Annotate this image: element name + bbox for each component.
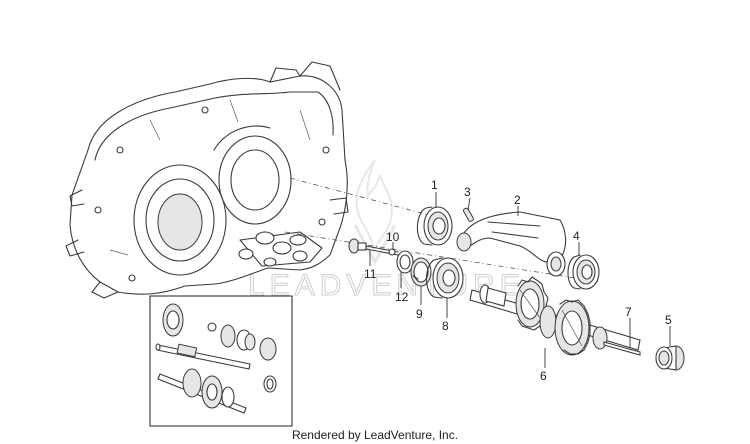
bearing-part-4 [567, 254, 600, 290]
callout-3: 3 [464, 185, 471, 199]
callout-7: 7 [625, 305, 632, 319]
callout-1: 1 [431, 178, 438, 192]
callout-12: 12 [395, 290, 409, 304]
washer-part-12 [396, 250, 414, 274]
inset-upper-shaft [155, 303, 277, 370]
shaft-part-7 [603, 341, 641, 356]
callout-9: 9 [416, 307, 423, 321]
callout-8: 8 [442, 319, 449, 333]
leader-lines [369, 192, 671, 368]
bolt-part-11 [348, 238, 399, 256]
bearing-part-1 [416, 206, 453, 246]
rendered-by-footer: Rendered by LeadVenture, Inc. [291, 428, 459, 442]
axis-lines [284, 177, 601, 283]
shift-arm-part-2 [456, 211, 567, 277]
needle-bearing-part-5 [655, 345, 685, 371]
countershaft-part-6 [469, 276, 641, 356]
callout-11: 11 [364, 267, 377, 281]
crankcase-half [65, 61, 349, 299]
callout-4: 4 [573, 229, 580, 243]
callout-6: 6 [540, 369, 547, 383]
watermark-flame-icon [353, 159, 397, 266]
pin-part-3 [462, 207, 474, 222]
inset-lower-shaft [157, 368, 277, 414]
ring-part-10 [388, 248, 396, 256]
callout-5: 5 [665, 313, 672, 327]
circlip-part-9 [410, 257, 432, 287]
bearing-part-8 [425, 257, 464, 299]
inset-box-part-13 [149, 295, 293, 427]
callout-2: 2 [514, 193, 521, 207]
callout-10: 10 [386, 230, 400, 244]
